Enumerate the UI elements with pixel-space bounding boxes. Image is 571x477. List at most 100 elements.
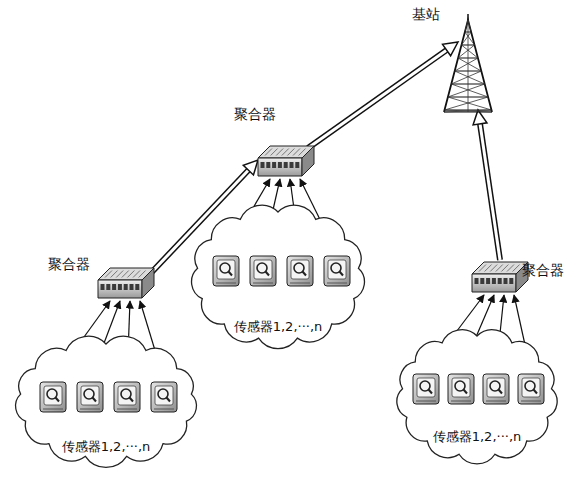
sensor-body [518,374,544,404]
aggregator-port [101,284,105,290]
sensor-cloud: 传感器1,2,···,n [388,322,566,470]
sensor-face [487,378,505,397]
sensor-handle [429,390,433,394]
sensor-cloud: 传感器1,2,···,n [6,330,206,472]
aggregator-port [492,278,496,284]
sensor-handle [167,398,171,402]
aggregator-port [486,278,490,284]
sensor-icon [324,256,350,286]
aggregator-slot [513,265,520,272]
node-heading: 基站 [412,6,440,23]
sensor-face [44,386,62,405]
aggregator-front [98,280,142,298]
tower-brace [455,71,485,84]
sensor-base [253,283,273,284]
tower-brace [445,97,489,110]
sensor-handle [303,272,307,276]
tower-brace [448,97,492,110]
sensor-face [452,378,470,397]
tower-brace [458,58,481,71]
sensor-caption: 传感器1,2,···,n [234,319,323,335]
sensor-icon [114,382,140,412]
base-station: 基站 [438,14,498,112]
tower-brace [461,45,477,58]
double-line-outer [308,49,448,148]
aggregator-front [472,274,516,292]
aggregator-node: 聚合器 [96,268,154,304]
sensor-icon [213,256,239,286]
sensor-body [151,382,177,412]
agg-shape [256,146,314,182]
aggregator-port [475,278,479,284]
sensor-face [118,386,136,405]
tower-brace [458,45,474,58]
tower-brace [451,71,481,84]
agg-shape [470,262,528,298]
aggregator-slot [139,271,146,278]
aggregator-port [480,278,484,284]
sensor-base [216,283,236,284]
sensor-body [483,374,509,404]
sensor-face [417,378,435,397]
sensor-handle [464,390,468,394]
sensor-handle [229,272,233,276]
sensor-caption: 传感器1,2,···,n [433,429,522,445]
sensor-handle [499,390,503,394]
sensor-handle [130,398,134,402]
sensor-body [114,382,140,412]
sensor-face [81,386,99,405]
node-heading: 聚合器 [522,262,564,279]
sensor-handle [266,272,270,276]
aggregator-port [498,278,502,284]
sensor-icon [151,382,177,412]
tower-mast [468,20,469,112]
sensor-handle [93,398,97,402]
sensor-base [290,283,310,284]
tower-brace [465,20,468,32]
sensor-base [327,283,347,284]
arrow-head [443,42,458,56]
aggregator-port [130,284,134,290]
sensor-icon [287,256,313,286]
aggregator-port [278,162,282,168]
uplink-connector [473,110,500,260]
sensor-icon [518,374,544,404]
sensor-caption: 传感器1,2,···,n [62,439,151,455]
sensor-face [291,260,309,279]
aggregator-port [266,162,270,168]
sensor-base [486,401,506,402]
node-heading: 聚合器 [234,106,276,123]
tower-brace [448,84,485,97]
sensor-body [324,256,350,286]
sensor-cloud: 传感器1,2,···,n [183,198,373,354]
sensor-icon [448,374,474,404]
sensor-icon [413,374,439,404]
sensor-base [451,401,471,402]
aggregator-port [290,162,294,168]
aggregator-port [112,284,116,290]
tower-brace [455,58,478,71]
sensor-face [254,260,272,279]
arrow-head [243,160,258,175]
aggregator-port [272,162,276,168]
sensor-icon [250,256,276,286]
sensor-base [521,401,541,402]
sensor-icon [483,374,509,404]
sensor-body [448,374,474,404]
aggregator-port [135,284,139,290]
tower-brace [468,20,471,32]
aggregator-port [124,284,128,290]
sensor-body [213,256,239,286]
sensor-handle [340,272,344,276]
sensor-base [43,409,63,410]
aggregator-port [284,162,288,168]
cloud-outline [397,330,557,464]
sensor-face [522,378,540,397]
aggregator-port [295,162,299,168]
aggregator-node: 聚合器 [470,262,528,298]
aggregator-port [261,162,265,168]
aggregator-port [118,284,122,290]
sensor-base [416,401,436,402]
tower-brace [451,84,488,97]
sensor-base [154,409,174,410]
